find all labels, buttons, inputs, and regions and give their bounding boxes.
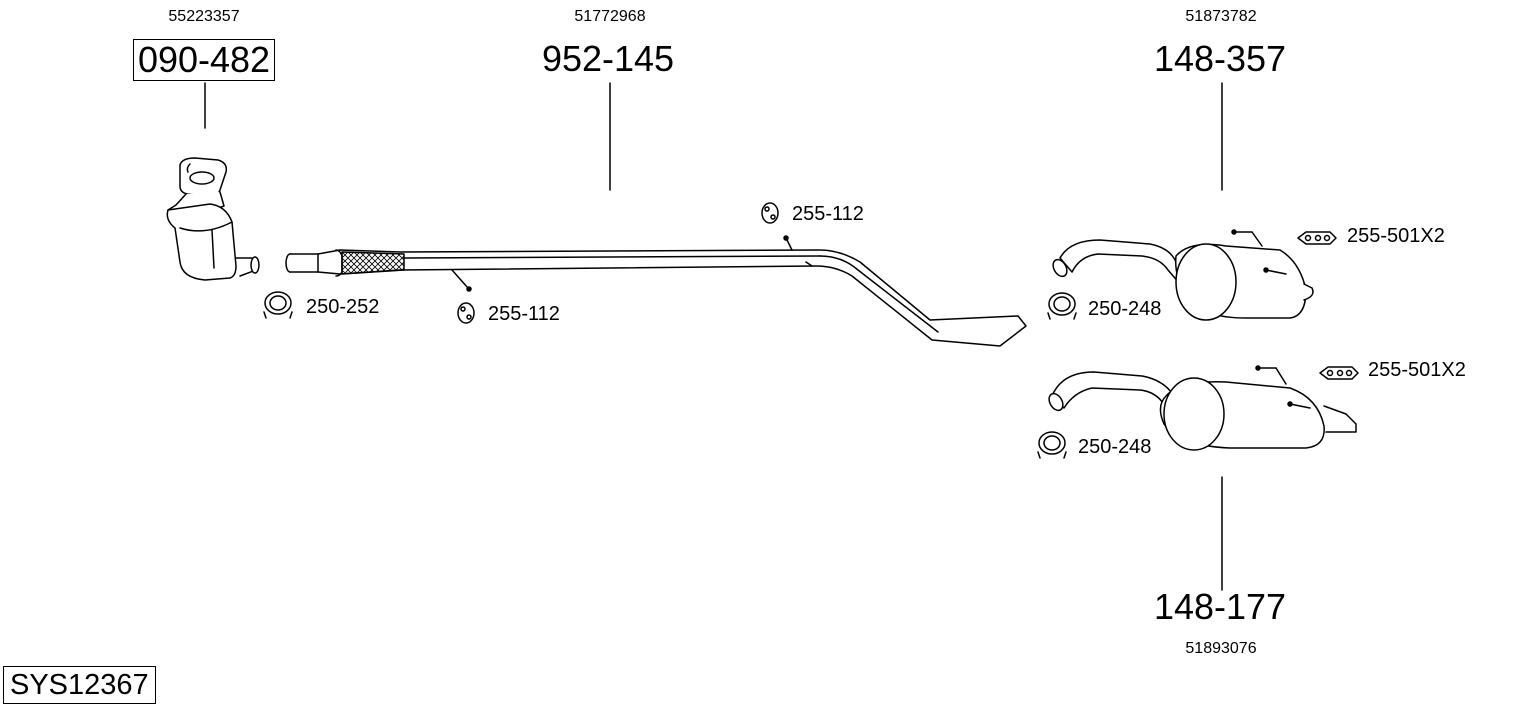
- system-code: SYS12367: [3, 666, 156, 704]
- rubber-hanger-icon: [1319, 366, 1359, 380]
- rubber-ring-icon: [457, 302, 475, 324]
- oe-number: 51873782: [1185, 8, 1257, 25]
- part-number-label[interactable]: 090-482: [133, 39, 275, 81]
- clamp-icon: [1037, 431, 1067, 459]
- oe-number: 55223357: [168, 8, 240, 25]
- accessory-label[interactable]: 255-501X2: [1368, 359, 1466, 381]
- part-number-label[interactable]: 148-357: [1153, 38, 1287, 79]
- oe-number: 51772968: [574, 8, 646, 25]
- front-pipe-part: [285, 235, 1027, 347]
- rubber-ring-icon: [761, 202, 779, 224]
- catalytic-converter-part: [166, 157, 260, 281]
- accessory-label[interactable]: 250-248: [1088, 298, 1162, 320]
- part-number-label[interactable]: 952-145: [541, 38, 675, 79]
- rubber-hanger-icon: [1297, 231, 1337, 245]
- oe-number: 51893076: [1185, 640, 1257, 657]
- clamp-icon: [263, 291, 293, 319]
- accessory-label[interactable]: 250-248: [1078, 436, 1152, 458]
- accessory-label[interactable]: 255-112: [488, 303, 560, 325]
- rear-muffler-part-148-177: [1048, 365, 1357, 451]
- part-number-label[interactable]: 148-177: [1153, 586, 1287, 627]
- clamp-icon: [1047, 292, 1077, 320]
- accessory-label[interactable]: 255-112: [792, 203, 864, 225]
- accessory-label[interactable]: 250-252: [306, 296, 380, 318]
- rear-muffler-part-148-357: [1052, 229, 1314, 321]
- accessory-label[interactable]: 255-501X2: [1347, 225, 1445, 247]
